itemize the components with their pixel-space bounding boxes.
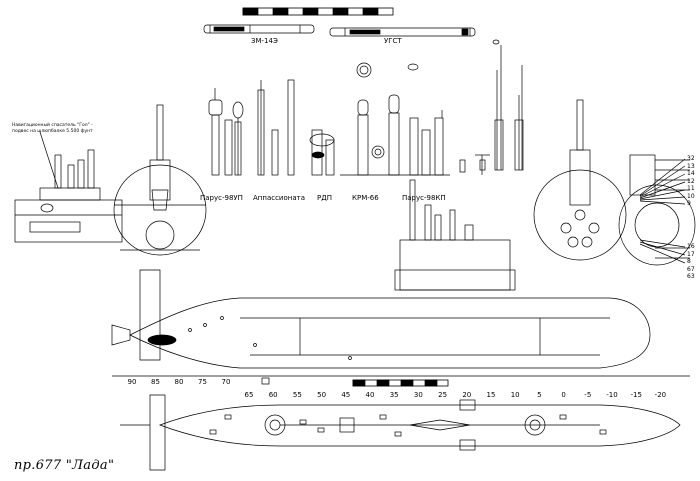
- frame-number: 60: [268, 391, 278, 399]
- frame-scale: [112, 375, 690, 387]
- mast-label-krm-66: КРМ-66: [352, 194, 379, 202]
- top-scale-bar: [242, 7, 394, 16]
- frame-number: 25: [438, 391, 448, 399]
- left-note-line-1: Навигационный спасатель "Гол" -: [12, 123, 93, 128]
- frame-number: -5: [584, 391, 592, 399]
- callout-number: 16: [687, 243, 695, 250]
- frame-number: 5: [537, 391, 542, 399]
- torpedo-zm14-label: ЗМ-14Э: [251, 37, 278, 45]
- mast-label-appassionata: Аппассионата: [253, 194, 305, 202]
- frame-number: -15: [630, 391, 642, 399]
- frame-number: 80: [174, 378, 184, 386]
- frame-number: 30: [413, 391, 423, 399]
- mast-label-parus-98up: Парус-98УП: [200, 194, 243, 202]
- frame-number: 65: [244, 391, 254, 399]
- left-note-line-2: подвес на шлюпбалке 5.500 фунт: [12, 129, 93, 134]
- frame-number: 0: [561, 391, 566, 399]
- bow-view-right: [533, 99, 627, 261]
- torpedo-zm14-drawing: [203, 24, 315, 34]
- side-profile: [111, 179, 651, 369]
- frame-number: 55: [292, 391, 302, 399]
- frame-number: -20: [654, 391, 667, 399]
- callout-leaders: [639, 158, 686, 264]
- frame-number: 35: [389, 391, 399, 399]
- callout-number: 10: [687, 192, 695, 200]
- callout-number: 12: [687, 177, 695, 185]
- left-sail-section: [14, 131, 123, 243]
- hull-section-right: [618, 154, 696, 266]
- frame-number: 50: [317, 391, 327, 399]
- torpedo-ugst-drawing: [329, 27, 476, 37]
- callout-number: 13: [687, 162, 695, 170]
- frame-number: 10: [510, 391, 520, 399]
- callout-number: 8: [687, 258, 691, 265]
- callout-number: 11: [687, 185, 695, 192]
- frame-number: 70: [221, 378, 231, 386]
- frame-number: 75: [198, 378, 207, 386]
- callout-number: 9: [687, 200, 691, 207]
- callout-number: 17: [687, 250, 695, 258]
- callout-number: 63: [687, 273, 695, 280]
- frame-number: 45: [341, 391, 351, 399]
- drawing-title: пр.677 "Лада": [14, 458, 115, 473]
- mast-label-parus-98kp: Парус-98КП: [402, 194, 446, 202]
- frame-number: 85: [151, 378, 160, 386]
- callout-number: 67: [687, 265, 695, 273]
- bow-view-left: [113, 104, 207, 256]
- torpedo-ugst-label: УГСТ: [384, 37, 402, 45]
- mast-label-rdp: РДП: [317, 194, 332, 202]
- callout-number: 14: [687, 170, 695, 177]
- mast-group: [208, 39, 524, 176]
- frame-number: -10: [606, 391, 618, 399]
- frame-number: 90: [127, 378, 137, 386]
- callout-number: 32: [687, 155, 695, 162]
- frame-number: 40: [365, 391, 375, 399]
- plan-view: [120, 394, 681, 471]
- frame-number: 20: [462, 391, 472, 399]
- frame-number: 15: [486, 391, 496, 399]
